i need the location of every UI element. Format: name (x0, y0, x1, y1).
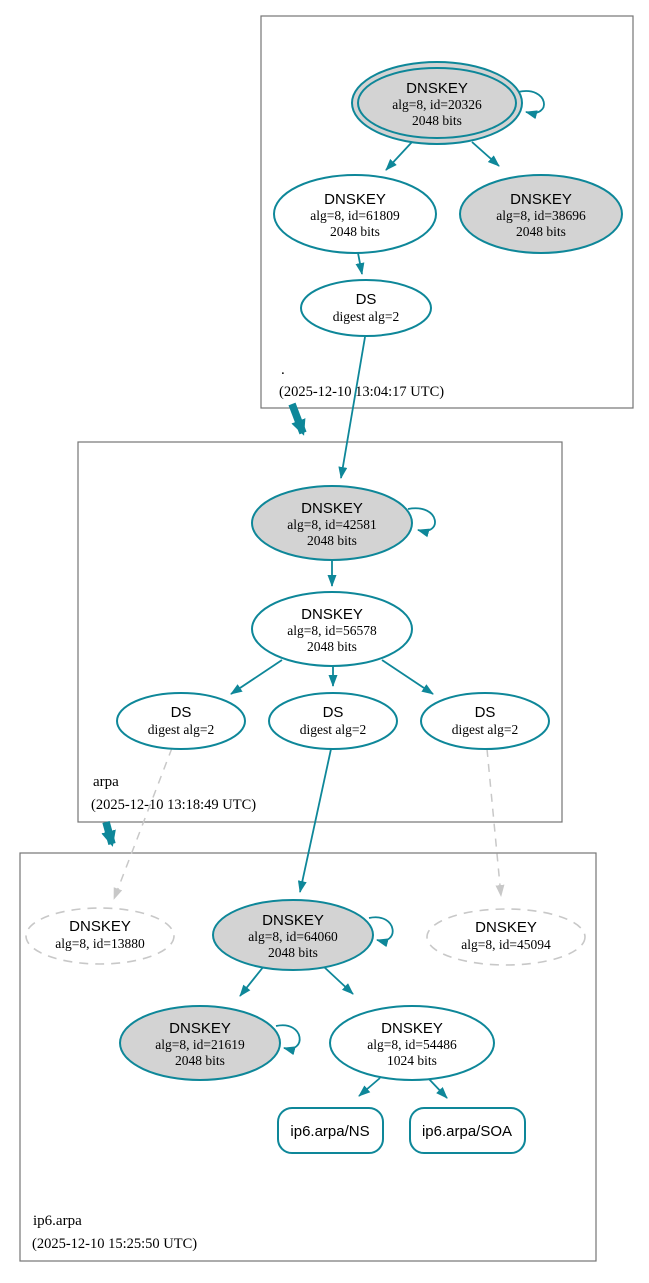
dnskey-21619-detail: alg=8, id=21619 (155, 1037, 245, 1052)
edge-ksk64060-to-key21619 (239, 965, 265, 997)
dnskey-56578-bits: 2048 bits (307, 639, 357, 654)
node-dnskey-38696[interactable]: DNSKEY alg=8, id=38696 2048 bits (459, 174, 623, 254)
rrset-ns-rect (277, 1107, 384, 1154)
dnskey-64060-detail: alg=8, id=64060 (248, 929, 338, 944)
zone-timestamp-root: (2025-12-10 13:04:17 UTC) (279, 384, 444, 400)
dnskey-38696-detail: alg=8, id=38696 (496, 208, 586, 223)
node-dnskey-56578-zsk[interactable]: DNSKEY alg=8, id=56578 2048 bits (251, 591, 413, 667)
dnskey-21619-bits: 2048 bits (175, 1053, 225, 1068)
dnskey-42581-ellipse (251, 485, 413, 561)
dnskey-45094-detail: alg=8, id=45094 (461, 937, 551, 952)
node-rrset-ns[interactable]: ip6.arpa/NS (277, 1107, 384, 1154)
dnskey-54486-bits: 1024 bits (387, 1053, 437, 1068)
dnskey-56578-title: DNSKEY (301, 606, 363, 623)
dnskey-45094-ellipse (426, 908, 586, 966)
ds-arpa-1-detail: digest alg=2 (148, 722, 214, 737)
dnskey-42581-bits: 2048 bits (307, 533, 357, 548)
zone-timestamp-ip6arpa: (2025-12-10 15:25:50 UTC) (32, 1236, 197, 1252)
dnskey-42581-title: DNSKEY (301, 500, 363, 517)
dnskey-20326-detail: alg=8, id=20326 (392, 97, 482, 112)
node-dnskey-21619[interactable]: DNSKEY alg=8, id=21619 2048 bits (119, 1005, 281, 1081)
edge-selfloop-dnskey-64060 (368, 916, 394, 948)
dnskey-61809-title: DNSKEY (324, 191, 386, 208)
node-dnskey-61809-zsk[interactable]: DNSKEY alg=8, id=61809 2048 bits (273, 174, 437, 254)
node-dnskey-54486-zsk[interactable]: DNSKEY alg=8, id=54486 1024 bits (329, 1005, 495, 1081)
zone-label-ip6arpa: ip6.arpa (33, 1213, 82, 1229)
node-dnskey-42581-ksk[interactable]: DNSKEY alg=8, id=42581 2048 bits (251, 485, 413, 561)
ds-root-title: DS (356, 291, 377, 308)
dnskey-45094-title: DNSKEY (475, 919, 537, 936)
edge-selfloop-dnskey-42581 (407, 507, 436, 538)
dnskey-42581-detail: alg=8, id=42581 (287, 517, 376, 532)
ds-arpa-3-ellipse (420, 692, 550, 750)
edge-root-ds-to-arpa-ksk (338, 336, 366, 479)
dnskey-64060-ellipse (212, 899, 374, 971)
dnskey-54486-ellipse (329, 1005, 495, 1081)
ds-arpa-3-detail: digest alg=2 (452, 722, 518, 737)
dnskey-20326-inner-ellipse (357, 67, 517, 139)
edge-arpa-ds3-to-missing-45094 (486, 748, 505, 897)
dnskey-20326-outer-ellipse (351, 61, 523, 145)
rrset-ns-label: ip6.arpa/NS (290, 1123, 369, 1140)
node-dnskey-45094-missing[interactable]: DNSKEY alg=8, id=45094 (426, 908, 586, 966)
dnskey-54486-title: DNSKEY (381, 1020, 443, 1037)
node-rrset-soa[interactable]: ip6.arpa/SOA (409, 1107, 526, 1154)
ds-arpa-1-ellipse (116, 692, 246, 750)
edge-zsk54486-to-ns (358, 1077, 381, 1097)
dnskey-21619-title: DNSKEY (169, 1020, 231, 1037)
zone-label-arpa: arpa (93, 774, 119, 790)
node-ds-root[interactable]: DS digest alg=2 (300, 279, 432, 337)
edge-selfloop-dnskey-20326 (517, 90, 545, 120)
edge-ksk64060-to-zsk54486 (322, 965, 354, 995)
node-dnskey-13880-missing[interactable]: DNSKEY alg=8, id=13880 (25, 907, 175, 965)
edge-zsk54486-to-soa (427, 1077, 448, 1099)
dnskey-38696-ellipse (459, 174, 623, 254)
rrset-soa-rect (409, 1107, 526, 1154)
node-dnskey-20326-ksk[interactable]: DNSKEY alg=8, id=20326 2048 bits (351, 61, 523, 145)
edge-arpa-ds2-to-ip6arpa-ksk (297, 748, 332, 893)
edge-zsk56578-to-ds1 (230, 659, 283, 695)
ds-arpa-2-detail: digest alg=2 (300, 722, 366, 737)
ds-arpa-3-title: DS (475, 704, 496, 721)
zone-timestamp-arpa: (2025-12-10 13:18:49 UTC) (91, 797, 256, 813)
dnskey-61809-ellipse (273, 174, 437, 254)
dnskey-64060-bits: 2048 bits (268, 945, 318, 960)
dnskey-54486-detail: alg=8, id=54486 (367, 1037, 457, 1052)
ds-root-detail: digest alg=2 (333, 309, 399, 324)
zone-label-root: . (281, 362, 285, 378)
dnskey-61809-bits: 2048 bits (330, 224, 380, 239)
edge-delegation-root-arpa (288, 402, 307, 436)
node-ds-arpa-2[interactable]: DS digest alg=2 (268, 692, 398, 750)
ds-arpa-1-title: DS (171, 704, 192, 721)
edge-zsk61809-to-ds (355, 252, 365, 275)
node-dnskey-64060-ksk[interactable]: DNSKEY alg=8, id=64060 2048 bits (212, 899, 374, 971)
edge-selfloop-dnskey-21619 (275, 1024, 301, 1056)
dnskey-64060-title: DNSKEY (262, 912, 324, 929)
dnskey-56578-ellipse (251, 591, 413, 667)
ds-root-ellipse (300, 279, 432, 337)
edge-delegation-arpa-ip6arpa (101, 821, 116, 847)
rrset-soa-label: ip6.arpa/SOA (422, 1123, 512, 1140)
dnskey-38696-bits: 2048 bits (516, 224, 566, 239)
ds-arpa-2-title: DS (323, 704, 344, 721)
dnskey-20326-bits: 2048 bits (412, 113, 462, 128)
dnskey-21619-ellipse (119, 1005, 281, 1081)
dnskey-38696-title: DNSKEY (510, 191, 572, 208)
ds-arpa-2-ellipse (268, 692, 398, 750)
dnskey-13880-title: DNSKEY (69, 918, 131, 935)
dnskey-13880-ellipse (25, 907, 175, 965)
node-ds-arpa-3[interactable]: DS digest alg=2 (420, 692, 550, 750)
dnskey-61809-detail: alg=8, id=61809 (310, 208, 400, 223)
edge-ksk20326-to-key38696 (471, 141, 500, 167)
dnskey-56578-detail: alg=8, id=56578 (287, 623, 377, 638)
edge-ksk20326-to-zsk61809 (385, 141, 413, 171)
node-ds-arpa-1[interactable]: DS digest alg=2 (116, 692, 246, 750)
edge-zsk56578-to-ds3 (381, 659, 434, 695)
dnskey-13880-detail: alg=8, id=13880 (55, 936, 145, 951)
dnskey-20326-title: DNSKEY (406, 80, 468, 97)
edge-arpa-ds1-to-missing-13880 (113, 747, 173, 900)
